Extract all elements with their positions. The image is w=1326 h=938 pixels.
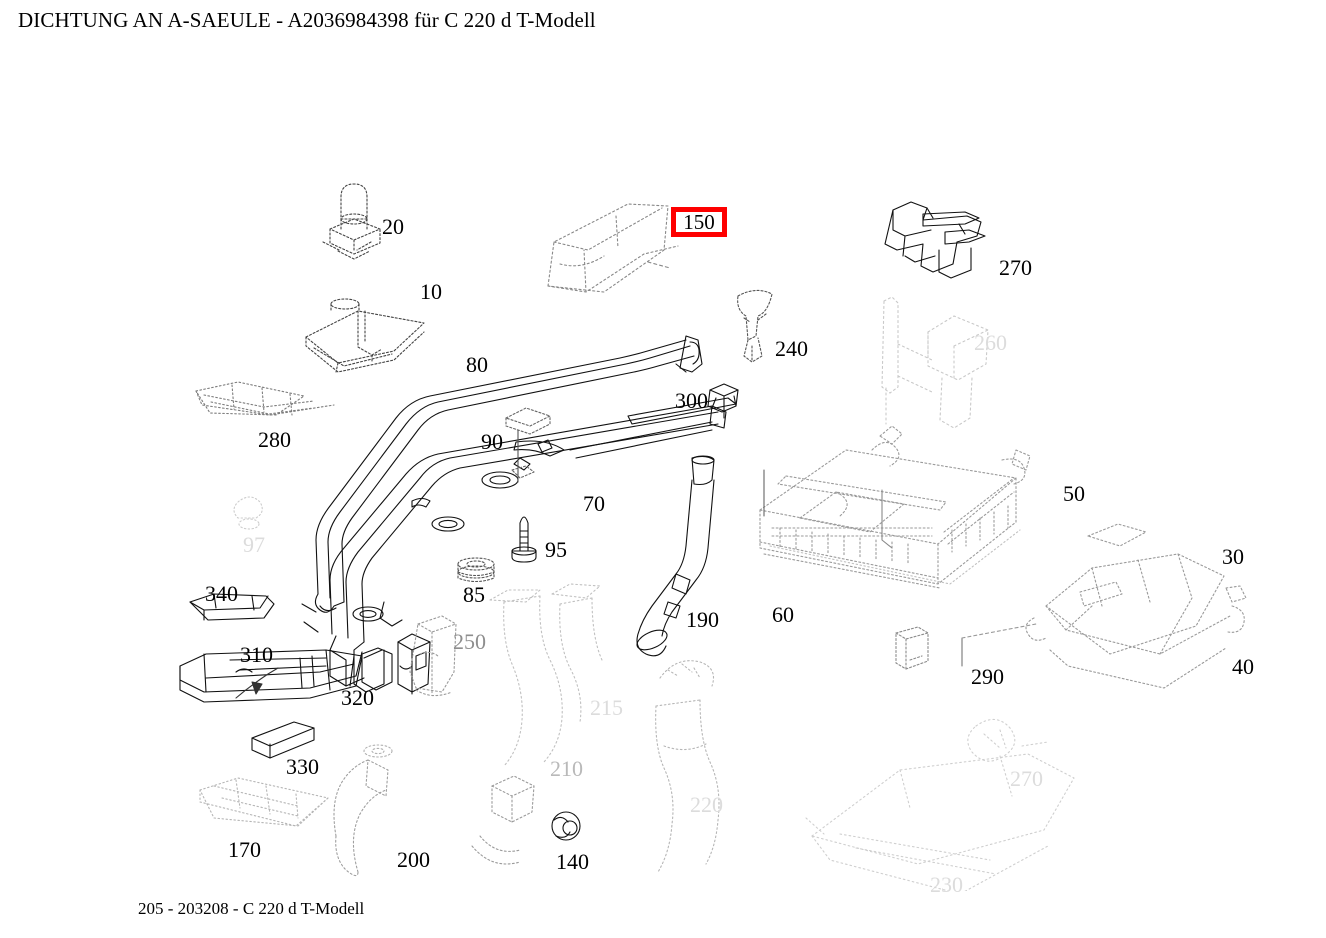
part-320-drawing bbox=[397, 633, 431, 695]
part-150-drawing bbox=[547, 203, 679, 293]
leader-290b bbox=[961, 623, 1037, 639]
part-280-drawing bbox=[195, 381, 335, 416]
callout-80[interactable]: 80 bbox=[466, 352, 488, 377]
part-340-drawing bbox=[189, 593, 275, 621]
part-60-drawing bbox=[769, 529, 1021, 585]
part-300-drawing bbox=[707, 383, 739, 419]
part-290-drawing bbox=[895, 626, 929, 670]
callout-85[interactable]: 85 bbox=[463, 582, 485, 607]
callout-210[interactable]: 210 bbox=[550, 756, 583, 781]
highlighted-callout-150[interactable]: 150 bbox=[671, 207, 727, 237]
part-200-drawing bbox=[333, 759, 389, 877]
highlighted-callout-label: 150 bbox=[683, 210, 715, 234]
callout-20[interactable]: 20 bbox=[382, 214, 404, 239]
callout-220[interactable]: 220 bbox=[690, 792, 723, 817]
part-190-drawing bbox=[636, 455, 715, 657]
part-50-drawing bbox=[759, 425, 1031, 589]
part-215-drawing bbox=[489, 583, 603, 767]
callout-230[interactable]: 230 bbox=[930, 872, 963, 897]
callout-270[interactable]: 270 bbox=[999, 255, 1032, 280]
part-85-drawing bbox=[457, 557, 495, 583]
part-20-drawing bbox=[322, 183, 381, 260]
callout-50[interactable]: 50 bbox=[1063, 481, 1085, 506]
part-30-drawing bbox=[1025, 523, 1247, 689]
callout-95[interactable]: 95 bbox=[545, 537, 567, 562]
callout-40[interactable]: 40 bbox=[1232, 654, 1254, 679]
callout-30[interactable]: 30 bbox=[1222, 544, 1244, 569]
part-260-drawing bbox=[881, 296, 989, 429]
leader-50-inner bbox=[881, 489, 893, 549]
callout-310[interactable]: 310 bbox=[240, 642, 273, 667]
callout-300[interactable]: 300 bbox=[675, 388, 708, 413]
part-95-drawing bbox=[511, 516, 537, 563]
part-80-drawing bbox=[314, 335, 703, 613]
part-230-drawing bbox=[805, 718, 1075, 891]
part-97-drawing bbox=[233, 496, 263, 530]
callout-215[interactable]: 215 bbox=[590, 695, 623, 720]
callout-240[interactable]: 240 bbox=[775, 336, 808, 361]
callout-90[interactable]: 90 bbox=[481, 429, 503, 454]
arrow-310 bbox=[251, 681, 263, 695]
callout-330[interactable]: 330 bbox=[286, 754, 319, 779]
part-washer-drawing bbox=[363, 744, 393, 758]
callout-60[interactable]: 60 bbox=[772, 602, 794, 627]
page-title: DICHTUNG AN A-SAEULE - A2036984398 für C… bbox=[18, 8, 596, 32]
footer-text: 205 - 203208 - C 220 d T-Modell bbox=[138, 899, 365, 918]
parts-diagram-svg bbox=[179, 183, 1247, 891]
part-270-drawing bbox=[884, 201, 986, 279]
callout-250[interactable]: 250 bbox=[453, 629, 486, 654]
part-90-drawing bbox=[505, 407, 551, 479]
callout-340[interactable]: 340 bbox=[205, 581, 238, 606]
callout-10[interactable]: 10 bbox=[420, 279, 442, 304]
callout-97[interactable]: 97 bbox=[243, 532, 265, 557]
part-210-drawing bbox=[471, 775, 535, 865]
parts-diagram-canvas: 20 10 80 280 270 260 240 300 90 70 95 85… bbox=[0, 46, 1326, 896]
callout-320[interactable]: 320 bbox=[341, 685, 374, 710]
callout-290[interactable]: 290 bbox=[971, 664, 1004, 689]
part-70-drawing bbox=[301, 397, 737, 693]
part-330-drawing bbox=[251, 721, 315, 759]
callout-270b[interactable]: 270 bbox=[1010, 766, 1043, 791]
callout-260[interactable]: 260 bbox=[974, 330, 1007, 355]
callout-190[interactable]: 190 bbox=[686, 607, 719, 632]
part-220-drawing bbox=[655, 660, 720, 873]
callout-140[interactable]: 140 bbox=[556, 849, 589, 874]
part-170-drawing bbox=[199, 777, 329, 827]
part-10-drawing bbox=[305, 298, 425, 373]
callout-70[interactable]: 70 bbox=[583, 491, 605, 516]
callout-200[interactable]: 200 bbox=[397, 847, 430, 872]
callout-280[interactable]: 280 bbox=[258, 427, 291, 452]
part-240-drawing bbox=[737, 289, 773, 363]
callout-170[interactable]: 170 bbox=[228, 837, 261, 862]
part-140-drawing bbox=[551, 811, 581, 841]
part-250-drawing bbox=[409, 615, 457, 697]
leader-150 bbox=[647, 261, 671, 269]
